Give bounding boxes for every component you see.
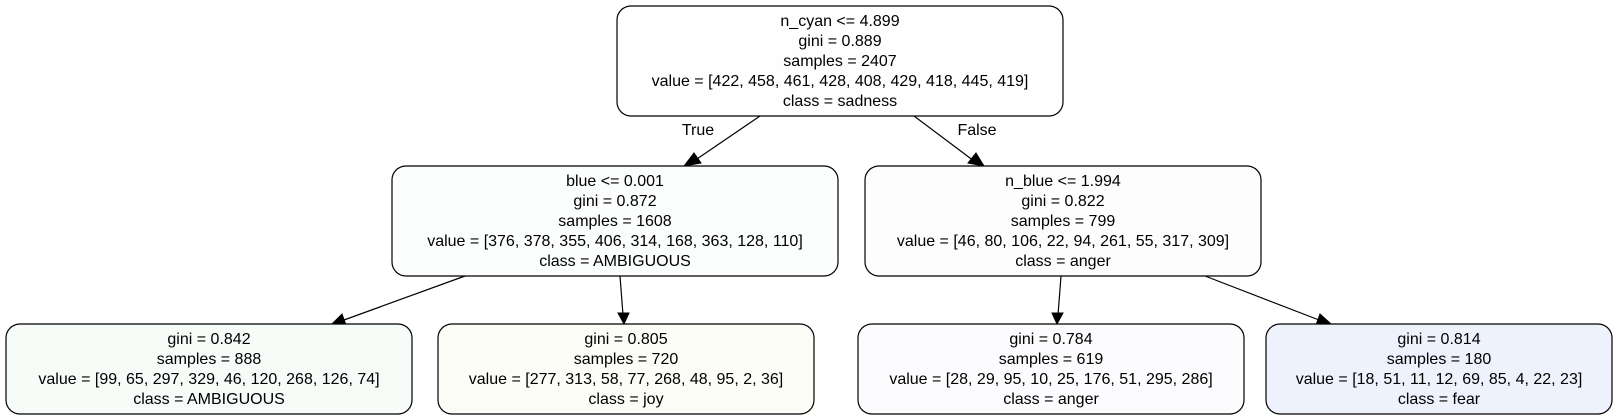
node-class: class = fear (1398, 391, 1481, 408)
edge-root-right: False (913, 115, 997, 167)
arrow-head (967, 152, 986, 167)
edge-line (619, 275, 624, 316)
edge-label-false: False (957, 122, 996, 139)
node-samples: samples = 888 (157, 351, 262, 368)
node-split-condition: n_cyan <= 4.899 (780, 13, 899, 30)
node-box (1265, 323, 1613, 415)
node-value: value = [422, 458, 461, 428, 408, 429, 4… (652, 73, 1029, 90)
arrow-head (617, 312, 630, 326)
node-samples: samples = 720 (574, 351, 679, 368)
node-box (857, 323, 1245, 415)
edge-left-leaf2 (617, 275, 630, 326)
tree-node-left: blue <= 0.001 gini = 0.872 samples = 160… (391, 165, 839, 277)
node-value: value = [18, 51, 11, 12, 69, 85, 4, 22, … (1296, 371, 1583, 388)
edge-line (343, 275, 466, 321)
node-value: value = [28, 29, 95, 10, 25, 176, 51, 29… (889, 371, 1212, 388)
node-gini: gini = 0.784 (1009, 331, 1092, 348)
node-value: value = [99, 65, 297, 329, 46, 120, 268,… (38, 371, 379, 388)
edge-right-leaf3 (1051, 275, 1064, 326)
edge-line (1204, 275, 1320, 321)
node-samples: samples = 1608 (558, 213, 672, 230)
node-gini: gini = 0.889 (798, 33, 881, 50)
node-class: class = AMBIGUOUS (539, 253, 691, 270)
node-split-condition: n_blue <= 1.994 (1005, 173, 1121, 190)
arrow-head (682, 152, 702, 167)
node-value: value = [376, 378, 355, 406, 314, 168, 3… (427, 233, 803, 250)
node-box (437, 323, 815, 415)
edge-line (1057, 275, 1062, 316)
node-class: class = joy (588, 391, 663, 408)
tree-leaf-1: gini = 0.842 samples = 888 value = [99, … (5, 323, 413, 415)
node-gini: gini = 0.805 (584, 331, 667, 348)
arrow-head (330, 313, 347, 326)
node-class: class = anger (1003, 391, 1099, 408)
node-split-condition: blue <= 0.001 (566, 173, 664, 190)
edge-root-left: True (682, 115, 761, 167)
node-gini: gini = 0.822 (1021, 193, 1104, 210)
node-gini: gini = 0.842 (167, 331, 250, 348)
node-class: class = sadness (783, 93, 897, 110)
node-box (616, 5, 1064, 117)
node-samples: samples = 180 (1387, 351, 1492, 368)
edge-line (913, 115, 975, 162)
node-value: value = [277, 313, 58, 77, 268, 48, 95, … (469, 371, 783, 388)
edge-label-true: True (682, 122, 714, 139)
node-samples: samples = 619 (999, 351, 1104, 368)
node-box (864, 165, 1262, 277)
edge-left-leaf1 (330, 275, 466, 326)
node-value: value = [46, 80, 106, 22, 94, 261, 55, 3… (897, 233, 1229, 250)
tree-leaf-4: gini = 0.814 samples = 180 value = [18, … (1265, 323, 1613, 415)
tree-node-root: n_cyan <= 4.899 gini = 0.889 samples = 2… (616, 5, 1064, 117)
tree-leaf-3: gini = 0.784 samples = 619 value = [28, … (857, 323, 1245, 415)
node-class: class = anger (1015, 253, 1111, 270)
node-gini: gini = 0.814 (1397, 331, 1480, 348)
node-box (5, 323, 413, 415)
tree-leaf-2: gini = 0.805 samples = 720 value = [277,… (437, 323, 815, 415)
arrow-head (1315, 313, 1333, 326)
tree-node-right: n_blue <= 1.994 gini = 0.822 samples = 7… (864, 165, 1262, 277)
node-samples: samples = 2407 (783, 53, 897, 70)
edge-right-leaf4 (1204, 275, 1333, 326)
node-box (391, 165, 839, 277)
node-gini: gini = 0.872 (573, 193, 656, 210)
node-samples: samples = 799 (1011, 213, 1116, 230)
edge-line (693, 115, 761, 162)
node-class: class = AMBIGUOUS (133, 391, 285, 408)
arrow-head (1051, 312, 1064, 326)
